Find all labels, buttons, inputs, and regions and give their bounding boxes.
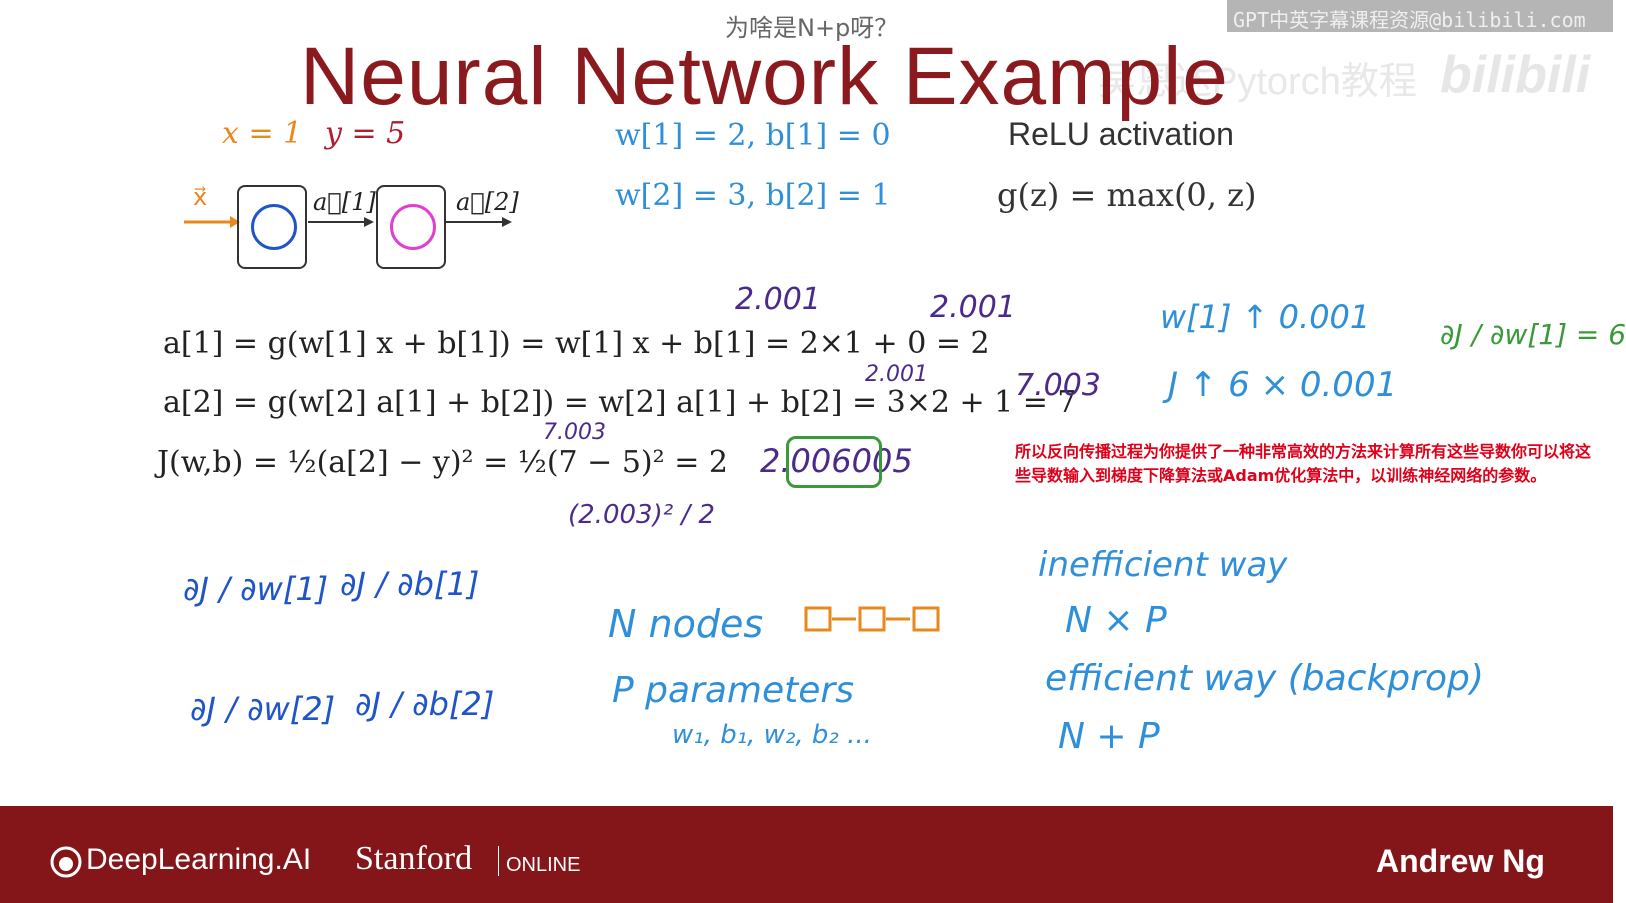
cost-equation: J(w,b) = ½(a[2] − y)² = ½(7 − 5)² = 2 — [157, 445, 728, 480]
params-list: w₁, b₁, w₂, b₂ ... — [672, 720, 872, 750]
g-equation: g(z) = max(0, z) — [997, 176, 1257, 214]
x-vector-label: x⃗ — [193, 183, 208, 211]
hw-a2-result: 7.003 — [1015, 368, 1101, 403]
hw-a1-result: 2.001 — [930, 290, 1016, 325]
x-equation: x = 1 — [222, 116, 303, 151]
deriv-dJ-db1: ∂J / ∂b[1] — [340, 565, 480, 603]
hw-w-increase: w[1] ↑ 0.001 — [1160, 298, 1371, 336]
inefficient-label: inefficient way — [1038, 545, 1288, 585]
relu-label: ReLU activation — [1008, 116, 1234, 152]
bilibili-logo: bilibili — [1440, 46, 1591, 104]
watermark-bar — [1227, 0, 1613, 32]
deeplearning-logo-icon — [50, 846, 82, 878]
a2-vector-label: a⃗[2] — [456, 188, 519, 216]
brand-divider — [498, 846, 499, 876]
n-nodes-label: N nodes — [608, 602, 764, 646]
hw-derivative-result: ∂J / ∂w[1] = 6 — [1440, 318, 1626, 351]
n-times-p: N × P — [1065, 600, 1167, 641]
online-label: ONLINE — [506, 854, 581, 876]
hw-fraction: (2.003)² / 2 — [568, 500, 715, 530]
layer2-node-box — [376, 185, 446, 269]
footer-bar — [0, 806, 1613, 903]
presenter-name: Andrew Ng — [1376, 843, 1545, 879]
a1-equation: a[1] = g(w[1] x + b[1]) = w[1] x + b[1] … — [163, 326, 990, 361]
hw-J-increase: J ↑ 6 × 0.001 — [1168, 365, 1398, 405]
hw-a1-sub: 2.001 — [865, 362, 928, 387]
deriv-dJ-db2: ∂J / ∂b[2] — [355, 685, 495, 723]
a1-vector-label: a⃗[1] — [313, 188, 376, 216]
hw-a1-new: 2.001 — [735, 282, 821, 317]
layer1-params: w[1] = 2, b[1] = 0 — [615, 118, 891, 153]
y-equation: y = 5 — [325, 116, 406, 151]
deriv-dJ-dw1: ∂J / ∂w[1] — [183, 570, 329, 608]
deriv-dJ-dw2: ∂J / ∂w[2] — [190, 690, 336, 728]
highlight-box — [786, 436, 882, 488]
a2-equation: a[2] = g(w[2] a[1] + b[2]) = w[2] a[1] +… — [163, 385, 1077, 420]
hw-cost-new: 2.006005 — [760, 442, 913, 480]
node-chain-sketch — [804, 606, 940, 632]
video-subtitle: 为啥是N+p呀？ — [725, 14, 899, 42]
p-params-label: P parameters — [612, 670, 854, 711]
watermark-channel: 吴恩达Pytorch教程 — [1098, 61, 1417, 103]
stanford-brand: Stanford — [355, 840, 473, 877]
hw-a2-sub: 7.003 — [543, 420, 606, 445]
layer1-neuron — [251, 204, 297, 250]
n-plus-p: N + P — [1058, 716, 1160, 757]
chinese-caption: 所以反向传播过程为你提供了一种非常高效的方法来计算所有这些导数你可以将这些导数输… — [1015, 442, 1592, 485]
slide-title: Neural Network Example — [300, 31, 1229, 122]
efficient-label: efficient way (backprop) — [1045, 658, 1484, 699]
layer1-node-box — [237, 185, 307, 269]
watermark-text: GPT中英字幕课程资源@bilibili.com — [1233, 8, 1586, 32]
layer2-neuron — [390, 204, 436, 250]
network-diagram — [184, 216, 512, 228]
deeplearning-brand: DeepLearning.AI — [86, 843, 312, 876]
layer2-params: w[2] = 3, b[2] = 1 — [615, 178, 891, 213]
